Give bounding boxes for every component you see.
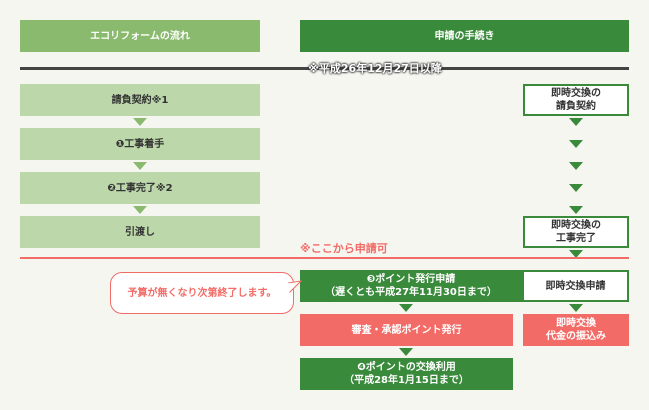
budget-notice: 予算が無くなり次第終了します。 [127, 287, 277, 299]
step-contract: 請負契約※1 [20, 84, 260, 116]
arrow-down-icon [133, 162, 147, 170]
arrow-down-icon [399, 348, 413, 356]
arrow-down-icon [569, 118, 583, 126]
usage-deadline: （平成28年1月15日まで） [344, 375, 469, 386]
arrow-down-icon [569, 184, 583, 192]
instant-exchange-application: 即時交換申請 [524, 272, 627, 300]
bubble-tail-icon [288, 280, 302, 295]
date-label: ※平成26年12月27日以降 [308, 61, 442, 75]
usage-title: ❹ポイントの交換利用 [357, 362, 456, 373]
arrow-down-icon [569, 162, 583, 170]
arrow-down-icon [569, 140, 583, 148]
point-application-deadline: （遅くとも平成27年11月30日まで） [325, 287, 497, 298]
apply-divider [20, 257, 629, 259]
instant-exchange-contract: 即時交換の 請負契約 [523, 84, 629, 116]
header-application-procedure: 申請の手続き [300, 20, 629, 52]
point-exchange-usage: ❹ポイントの交換利用 （平成28年1月15日まで） [300, 358, 513, 390]
instant-exchange-completion: 即時交換の 工事完了 [523, 216, 629, 248]
point-application-title: ❸ポイント発行申請 [366, 274, 456, 285]
instant-exchange-transfer: 即時交換 代金の振込み [523, 314, 629, 346]
step-handover: 引渡し [20, 216, 260, 248]
arrow-down-icon [399, 304, 413, 312]
arrow-down-icon [133, 206, 147, 214]
apply-from-label: ※ここから申請可 [300, 241, 388, 255]
review-point-issue: 審査・承認ポイント発行 [300, 314, 513, 346]
arrow-down-icon [133, 118, 147, 126]
speech-bubble [110, 272, 294, 314]
arrow-down-icon [569, 206, 583, 214]
date-divider [20, 67, 629, 70]
arrow-down-icon [569, 304, 583, 312]
header-eco-reform-flow: エコリフォームの流れ [20, 20, 260, 52]
arrow-down-icon [569, 250, 583, 258]
step-construction-start: ❶工事着手 [20, 128, 260, 160]
step-construction-complete: ❷工事完了※2 [20, 172, 260, 204]
